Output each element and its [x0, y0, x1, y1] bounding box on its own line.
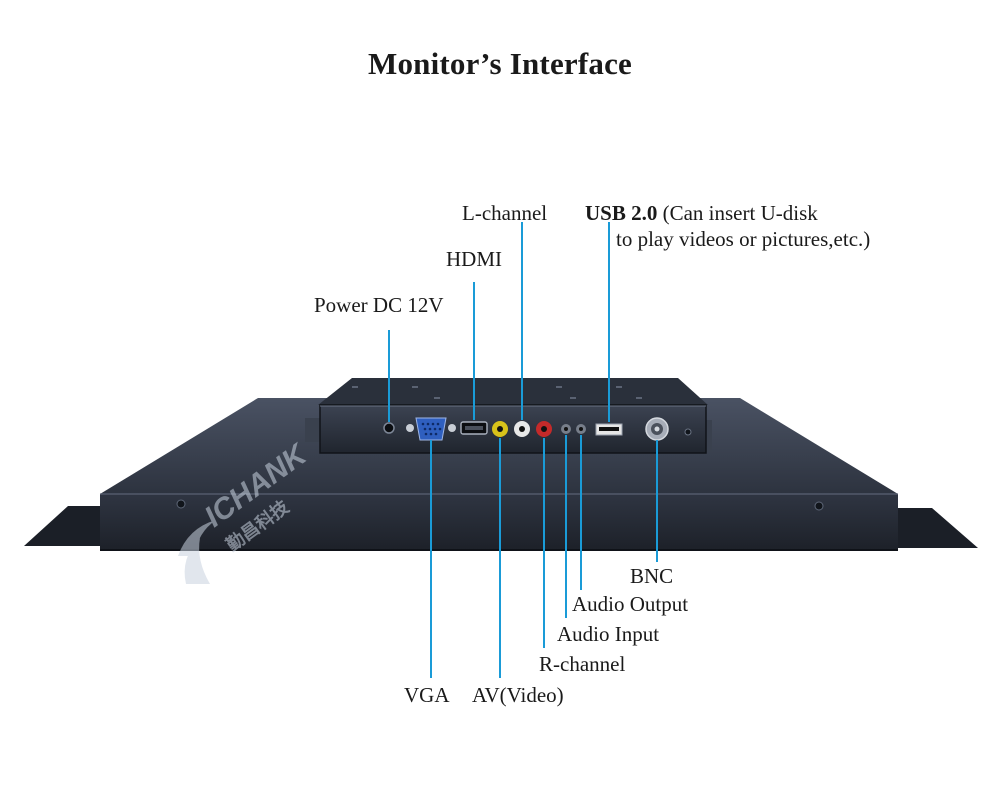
label-usb: USB 2.0 (Can insert U-disk [585, 200, 818, 226]
label-usb-name: USB 2.0 [585, 201, 658, 225]
interface-box-top [318, 378, 708, 405]
audio-input-jack [561, 424, 571, 434]
callout-lines [388, 222, 658, 678]
left-flange [24, 506, 100, 546]
screw-left [176, 499, 186, 509]
vga-port [406, 417, 456, 441]
page-title: Monitor’s Interface [367, 46, 633, 81]
right-flange [898, 508, 978, 548]
label-power: Power DC 12V [314, 293, 444, 317]
label-usb-note: (Can insert U-disk [657, 201, 818, 225]
label-r-channel: R-channel [539, 652, 626, 676]
usb-port [595, 423, 623, 436]
bnc-connector [645, 417, 669, 441]
label-audio-output: Audio Output [572, 592, 689, 616]
label-vga: VGA [404, 683, 450, 707]
label-hdmi: HDMI [446, 247, 502, 271]
label-usb-line2: to play videos or pictures,etc.) [616, 227, 871, 251]
label-audio-input: Audio Input [557, 622, 660, 646]
hdmi-port [460, 421, 488, 435]
box-tab-left [305, 418, 320, 442]
label-av-video: AV(Video) [472, 683, 564, 707]
label-bnc: BNC [630, 564, 674, 588]
r-channel-jack [536, 421, 552, 437]
audio-output-jack [576, 424, 586, 434]
screw-right [814, 501, 824, 511]
l-channel-jack [514, 421, 530, 437]
label-l-channel: L-channel [462, 201, 548, 225]
av-video-jack [492, 421, 508, 437]
power-dc-port [383, 422, 395, 434]
box-screw [684, 428, 692, 436]
